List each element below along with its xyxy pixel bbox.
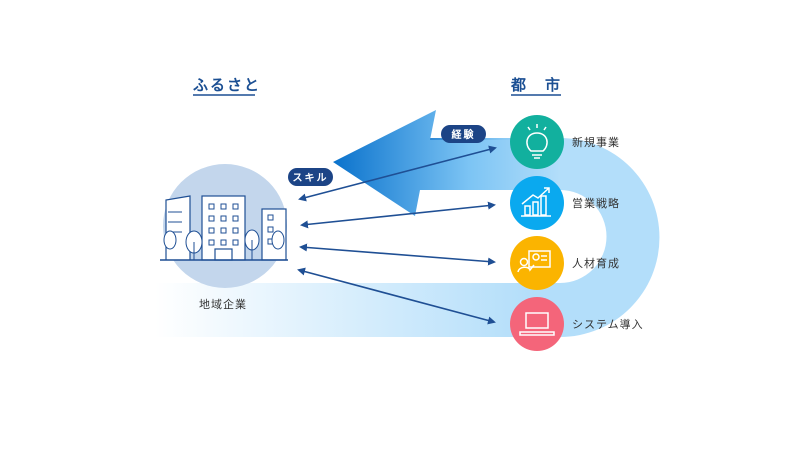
link-arrow-hr [299, 243, 496, 266]
link-arrow-new-business [298, 145, 497, 202]
svg-text:人材育成: 人材育成 [572, 256, 620, 270]
item-hr-development: 人材育成 [510, 236, 620, 290]
presentation-icon [517, 250, 551, 273]
svg-text:新規事業: 新規事業 [572, 135, 620, 149]
svg-text:営業戦略: 営業戦略 [572, 196, 620, 210]
laptop-icon [519, 312, 555, 336]
lightbulb-icon [526, 124, 548, 159]
svg-text:システム導入: システム導入 [572, 317, 644, 331]
local-company-icon [160, 164, 288, 288]
experience-badge: 経験 [441, 125, 486, 143]
item-system-introduction: システム導入 [510, 297, 644, 351]
skill-badge: スキル [288, 168, 333, 186]
item-new-business: 新規事業 [510, 115, 620, 169]
svg-text:スキル: スキル [293, 172, 329, 184]
link-arrow-system [297, 267, 496, 325]
title-hometown: ふるさと [193, 76, 261, 94]
svg-text:経験: 経験 [452, 128, 476, 141]
local-company-label: 地域企業 [199, 297, 247, 311]
growth-chart-icon [521, 187, 551, 217]
title-city: 都 市 [510, 76, 562, 94]
link-arrow-sales [300, 201, 496, 229]
item-sales-strategy: 営業戦略 [510, 176, 620, 230]
